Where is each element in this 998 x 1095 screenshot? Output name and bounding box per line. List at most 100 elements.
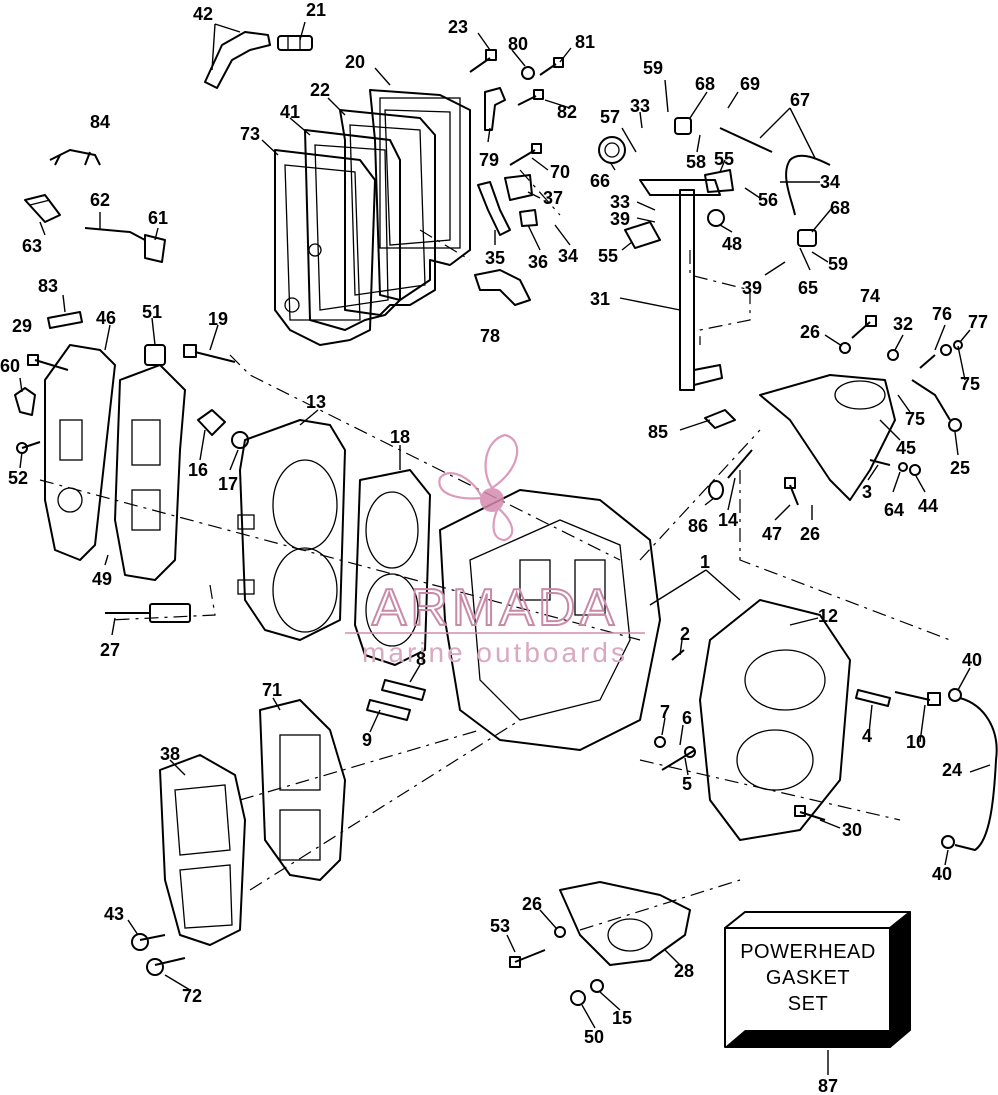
bushing-86	[708, 480, 724, 500]
bolt-30	[794, 805, 826, 821]
wire-62-61	[84, 227, 166, 263]
callout-34b: 34	[558, 246, 578, 266]
callout-39a: 39	[610, 209, 630, 229]
pin-8	[381, 679, 426, 701]
callout-55a: 55	[714, 149, 734, 169]
callout-9: 9	[362, 730, 372, 750]
callout-49: 49	[92, 569, 112, 589]
plug-7	[654, 736, 666, 748]
callout-42: 42	[193, 4, 213, 24]
seal-17	[231, 431, 249, 449]
screw-82	[517, 89, 544, 106]
callout-36: 36	[528, 252, 548, 272]
plug-51	[144, 344, 166, 366]
callout-86: 86	[688, 516, 708, 536]
kit-box-line-3: SET	[788, 993, 828, 1015]
callout-76: 76	[932, 304, 952, 324]
callout-55b: 55	[598, 246, 618, 266]
cover-46	[44, 344, 116, 561]
callout-33a: 33	[630, 96, 650, 116]
callout-31: 31	[590, 289, 610, 309]
callout-82: 82	[557, 102, 577, 122]
callout-61: 61	[148, 208, 168, 228]
callout-32: 32	[893, 314, 913, 334]
screw-52	[16, 441, 41, 454]
washer-64-44	[898, 462, 921, 476]
clamp-78	[474, 269, 531, 306]
spark-plug-27	[105, 603, 191, 623]
callout-59b: 59	[828, 254, 848, 274]
clamp-60	[14, 387, 36, 416]
callout-68a: 68	[695, 74, 715, 94]
link-35	[477, 181, 511, 236]
gasket-set-box	[724, 911, 911, 1048]
callout-25: 25	[950, 458, 970, 478]
clip-37	[504, 174, 533, 201]
callout-60: 60	[0, 356, 20, 376]
nut-80	[521, 66, 535, 80]
fitting-76-77	[919, 340, 963, 369]
wire-25	[911, 379, 962, 432]
bolt-43	[131, 933, 166, 951]
callout-20: 20	[345, 52, 365, 72]
callout-27: 27	[100, 640, 120, 660]
pin-2	[671, 649, 685, 661]
clip-85	[704, 409, 736, 429]
stud-3-14	[727, 449, 891, 479]
callout-75a: 75	[960, 374, 980, 394]
callout-51: 51	[142, 302, 162, 322]
callout-15: 15	[612, 1008, 632, 1028]
shaft-31	[639, 179, 723, 391]
cylinder-head-13	[237, 419, 346, 641]
callout-14: 14	[718, 510, 738, 530]
callout-22: 22	[310, 80, 330, 100]
bracket-45	[759, 374, 896, 501]
kit-box-line-2: GASKET	[766, 967, 850, 989]
nut-32	[887, 349, 899, 361]
bolt-19	[183, 344, 236, 363]
callout-68b: 68	[830, 198, 850, 218]
exhaust-cover-20	[369, 89, 471, 301]
callout-26b: 26	[800, 524, 820, 544]
callout-26a: 26	[800, 322, 820, 342]
gasket-22	[339, 109, 436, 316]
callout-21: 21	[306, 0, 326, 20]
bracket-28	[559, 881, 691, 966]
bolt-23	[469, 49, 497, 73]
clip-36	[519, 209, 538, 227]
watermark-brand: ARMADA	[372, 579, 618, 637]
leader-lines	[19, 21, 991, 1075]
callout-79: 79	[479, 150, 499, 170]
callout-47: 47	[762, 524, 782, 544]
callout-80: 80	[508, 34, 528, 54]
callout-37: 37	[543, 188, 563, 208]
kit-box-line-1: POWERHEAD	[740, 941, 876, 963]
pin-9	[366, 699, 411, 721]
gasket-73	[274, 149, 376, 346]
hose-42	[204, 31, 271, 89]
callout-26c: 26	[522, 894, 542, 914]
callout-48: 48	[722, 234, 742, 254]
callout-6: 6	[682, 708, 692, 728]
callout-74: 74	[860, 286, 880, 306]
callout-5: 5	[682, 774, 692, 794]
washer-15	[590, 979, 604, 993]
callout-13: 13	[306, 392, 326, 412]
callout-66: 66	[590, 171, 610, 191]
callout-34a: 34	[820, 172, 840, 192]
callout-56: 56	[758, 190, 778, 210]
callout-12: 12	[818, 606, 838, 626]
callout-52: 52	[8, 468, 28, 488]
callout-59a: 59	[643, 58, 663, 78]
callout-72: 72	[182, 986, 202, 1006]
callout-85: 85	[648, 422, 668, 442]
callout-84: 84	[90, 112, 110, 132]
callout-38: 38	[160, 744, 180, 764]
callout-64: 64	[884, 500, 904, 520]
callout-1: 1	[700, 552, 710, 572]
callout-83: 83	[38, 276, 58, 296]
cover-38	[159, 754, 246, 946]
bolt-10	[894, 691, 941, 706]
